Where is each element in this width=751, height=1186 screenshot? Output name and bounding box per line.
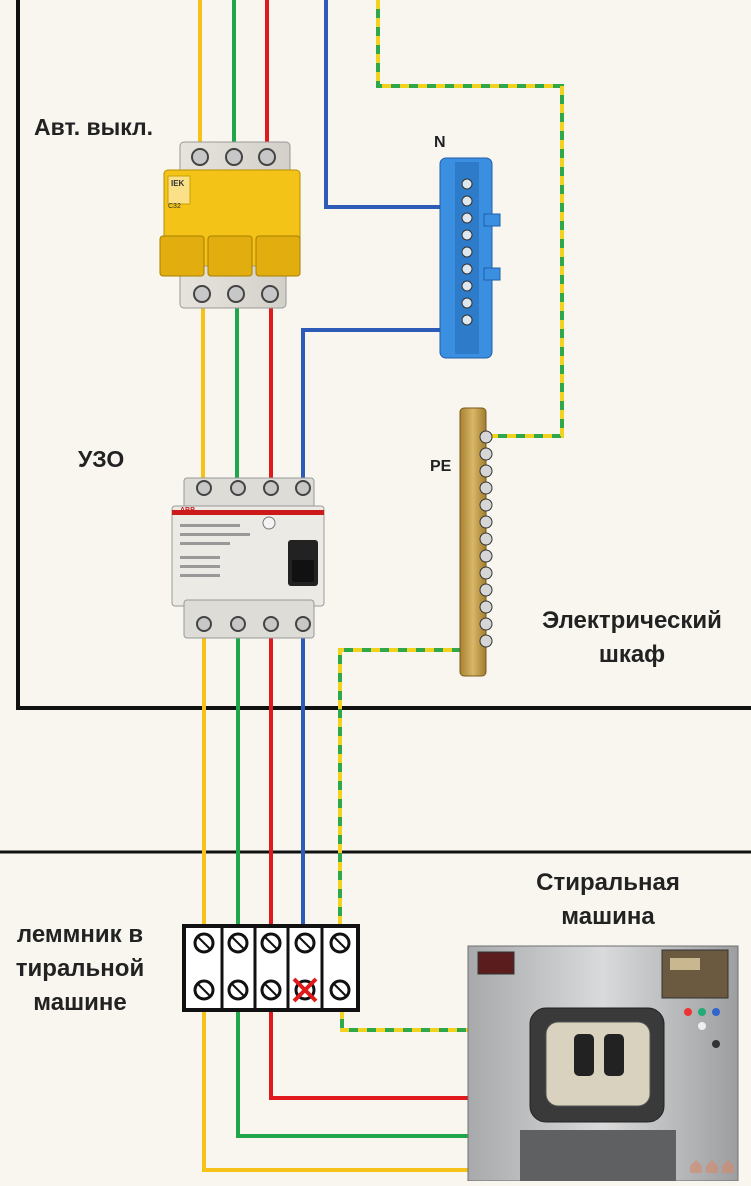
cabinet-label-line1: Электрический (542, 607, 722, 634)
terminal-label-line1: леммник в (16, 921, 144, 948)
terminal-label-line2: тиральной (15, 955, 145, 982)
washing-machine (467, 945, 739, 1182)
rcd-label: УЗО (78, 446, 125, 472)
wire-term-washer-yellow (202, 992, 480, 1172)
washer-control-panel (661, 949, 729, 999)
house-icon (690, 1160, 734, 1173)
washer-label-line1: Стиральная (536, 869, 680, 896)
wire-pe-term-yellow (338, 648, 470, 940)
x-mark-icon (292, 977, 318, 1003)
terminal-label: леммник в тиральной машине (0, 918, 160, 1020)
breaker-rating-text: C32 (168, 203, 181, 210)
screw-icon (191, 148, 279, 303)
n-bus-label: N (434, 134, 446, 151)
pe-bus (459, 407, 493, 677)
washer-display (477, 951, 515, 975)
circuit-breaker: IEK C32 (159, 141, 301, 309)
screw-icon (196, 480, 311, 632)
pe-bus-label: PE (430, 458, 452, 475)
rcd-device: ABB (171, 477, 325, 639)
cabinet-label: Электрический шкаф (516, 604, 748, 672)
wire-pe-term-green (338, 648, 470, 940)
neutral-bus (439, 157, 501, 359)
rcd-test-button[interactable] (262, 516, 276, 530)
cabinet-label-line2: шкаф (598, 641, 666, 668)
breaker-toggle-1[interactable] (159, 235, 205, 277)
wire-in-neutral (324, 0, 452, 209)
wire-term-washer-red (269, 992, 480, 1100)
washer-label-line2: машина (561, 903, 655, 930)
wire-term-washer-pe-green (340, 992, 482, 1032)
rcd-brand-text: ABB (180, 507, 195, 514)
wire-nbus-rcd-neutral (301, 328, 450, 488)
cabinet-border (16, 0, 751, 710)
wire-term-washer-green (236, 992, 480, 1138)
wire-term-washer-pe-yellow (340, 992, 482, 1032)
washer-terminal-block (182, 924, 360, 1012)
washer-label: Стиральная машина (502, 866, 714, 934)
breaker-label: Авт. выкл. (34, 114, 154, 140)
breaker-brand-text: IEK (171, 179, 185, 188)
terminal-label-line3: машине (33, 989, 127, 1016)
wire-in-pe-yellow (376, 0, 564, 438)
breaker-toggle-3[interactable] (255, 235, 301, 277)
washer-buttons (684, 1008, 720, 1048)
screw-icon (479, 430, 493, 648)
breaker-toggle-2[interactable] (207, 235, 253, 277)
